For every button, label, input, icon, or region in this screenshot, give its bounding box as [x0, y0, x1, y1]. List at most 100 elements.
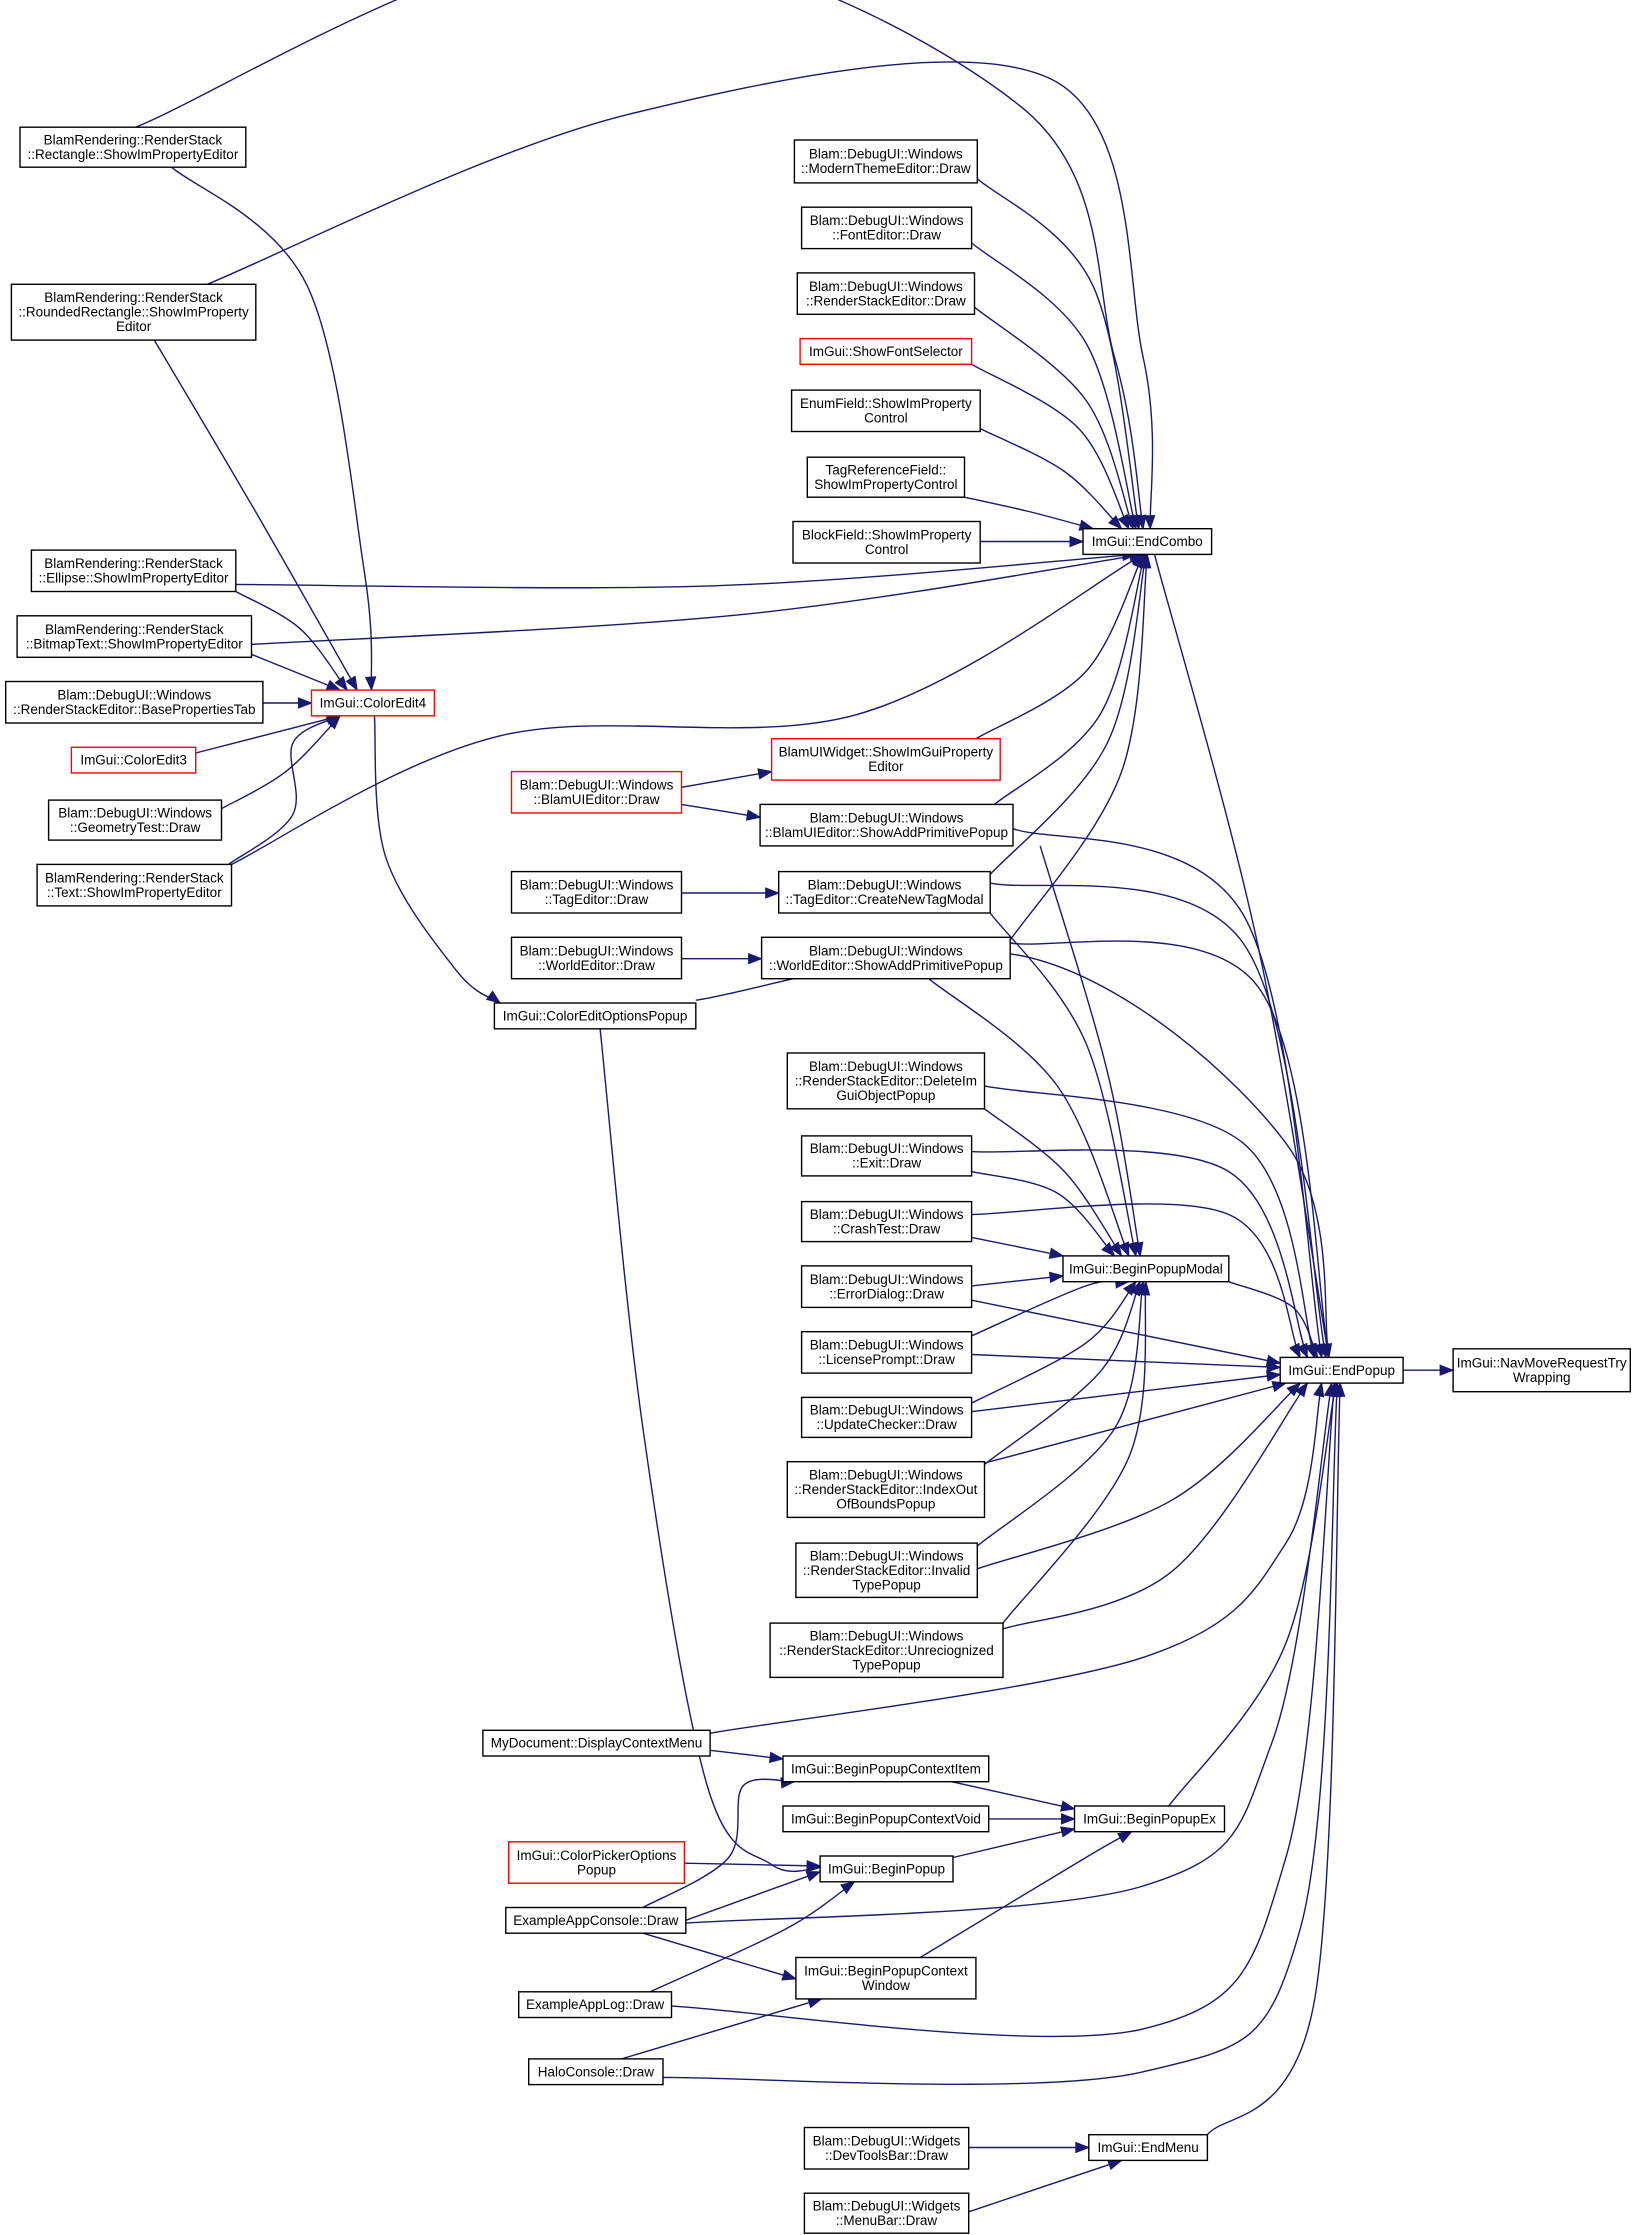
- node-CrashTest[interactable]: Blam::DebugUI::Windows::CrashTest::Draw: [800, 1200, 973, 1243]
- node-WorldEditorDraw[interactable]: Blam::DebugUI::Windows::WorldEditor::Dra…: [510, 936, 683, 980]
- node-box[interactable]: [1088, 2133, 1209, 2162]
- node-ModernTheme[interactable]: Blam::DebugUI::Windows::ModernThemeEdito…: [793, 139, 979, 184]
- node-EndPopup[interactable]: ImGui::EndPopup: [1279, 1356, 1404, 1384]
- node-box[interactable]: [806, 456, 966, 498]
- node-box[interactable]: [800, 1135, 973, 1177]
- node-RoundedRectEditor[interactable]: BlamRendering::RenderStack::RoundedRecta…: [10, 283, 257, 341]
- node-box[interactable]: [759, 803, 1014, 847]
- node-BeginPopupContextItem[interactable]: ImGui::BeginPopupContextItem: [782, 1755, 990, 1783]
- node-box[interactable]: [800, 1265, 973, 1309]
- node-BlockField[interactable]: BlockField::ShowImPropertyControl: [792, 520, 981, 564]
- node-box[interactable]: [795, 1542, 979, 1599]
- node-box[interactable]: [778, 870, 991, 914]
- node-EnumField[interactable]: EnumField::ShowImPropertyControl: [790, 389, 981, 433]
- node-box[interactable]: [493, 1002, 697, 1030]
- node-box[interactable]: [528, 2058, 664, 2086]
- node-EllipseEditor[interactable]: BlamRendering::RenderStack::Ellipse::Sho…: [30, 549, 237, 593]
- node-box[interactable]: [1082, 528, 1213, 556]
- node-WorldAddPrim[interactable]: Blam::DebugUI::Windows::WorldEditor::Sho…: [760, 936, 1011, 980]
- node-box[interactable]: [803, 2126, 970, 2170]
- node-box[interactable]: [819, 1855, 954, 1883]
- node-box[interactable]: [508, 1841, 686, 1884]
- node-box[interactable]: [16, 615, 253, 658]
- node-IndexOut[interactable]: Blam::DebugUI::Windows::RenderStackEdito…: [786, 1460, 986, 1519]
- node-BeginPopupContextVoid[interactable]: ImGui::BeginPopupContextVoid: [782, 1805, 990, 1833]
- node-box[interactable]: [782, 1805, 990, 1833]
- node-EndMenu[interactable]: ImGui::EndMenu: [1088, 2133, 1209, 2162]
- node-FontEditor[interactable]: Blam::DebugUI::Windows::FontEditor::Draw: [800, 206, 973, 250]
- node-BlamUIAddPrim[interactable]: Blam::DebugUI::Windows::BlamUIEditor::Sh…: [759, 803, 1014, 847]
- node-EndCombo[interactable]: ImGui::EndCombo: [1082, 528, 1213, 556]
- node-TagEditorDraw[interactable]: Blam::DebugUI::Windows::TagEditor::Draw: [510, 870, 683, 914]
- node-box[interactable]: [800, 206, 973, 250]
- node-box[interactable]: [518, 1991, 673, 2019]
- node-TagRefField[interactable]: TagReferenceField::ShowImPropertyControl: [806, 456, 966, 498]
- node-Unrecognized[interactable]: Blam::DebugUI::Windows::RenderStackEdito…: [769, 1622, 1004, 1679]
- node-box[interactable]: [760, 936, 1011, 980]
- node-ErrorDialog[interactable]: Blam::DebugUI::Windows::ErrorDialog::Dra…: [800, 1265, 973, 1309]
- node-box[interactable]: [770, 738, 1001, 781]
- node-HaloConsole[interactable]: HaloConsole::Draw: [528, 2058, 664, 2086]
- node-box[interactable]: [792, 520, 981, 564]
- node-box[interactable]: [19, 126, 247, 168]
- node-BitmapTextEditor[interactable]: BlamRendering::RenderStack::BitmapText::…: [16, 615, 253, 658]
- node-box[interactable]: [36, 863, 233, 907]
- node-box[interactable]: [310, 689, 436, 717]
- node-ShowFontSelector[interactable]: ImGui::ShowFontSelector: [799, 337, 973, 366]
- node-BasePropertiesTab[interactable]: Blam::DebugUI::Windows::RenderStackEdito…: [4, 680, 264, 724]
- node-InvalidType[interactable]: Blam::DebugUI::Windows::RenderStackEdito…: [795, 1542, 979, 1599]
- node-RectEditor[interactable]: BlamRendering::RenderStack::Rectangle::S…: [19, 126, 247, 168]
- node-GeometryTest[interactable]: Blam::DebugUI::Windows::GeometryTest::Dr…: [47, 799, 223, 841]
- node-box[interactable]: [786, 1460, 986, 1519]
- node-BlamUIEditorDraw[interactable]: Blam::DebugUI::Windows::BlamUIEditor::Dr…: [510, 770, 683, 814]
- node-box[interactable]: [47, 799, 223, 841]
- node-BeginPopupEx[interactable]: ImGui::BeginPopupEx: [1073, 1805, 1226, 1833]
- node-box[interactable]: [803, 2192, 970, 2234]
- node-ExitDraw[interactable]: Blam::DebugUI::Windows::Exit::Draw: [800, 1135, 973, 1177]
- node-box[interactable]: [1073, 1805, 1226, 1833]
- node-DevToolsBar[interactable]: Blam::DebugUI::Widgets::DevToolsBar::Dra…: [803, 2126, 970, 2170]
- node-box[interactable]: [786, 1052, 986, 1110]
- node-box[interactable]: [70, 746, 197, 774]
- node-box[interactable]: [1452, 1348, 1631, 1393]
- node-box[interactable]: [800, 1330, 973, 1374]
- node-box[interactable]: [799, 337, 973, 366]
- node-ColorEdit3[interactable]: ImGui::ColorEdit3: [70, 746, 197, 774]
- node-box[interactable]: [510, 936, 683, 980]
- node-MenuBar[interactable]: Blam::DebugUI::Widgets::MenuBar::Draw: [803, 2192, 970, 2234]
- node-ExampleConsole[interactable]: ExampleAppConsole::Draw: [505, 1906, 687, 1934]
- node-BeginPopupModal[interactable]: ImGui::BeginPopupModal: [1062, 1255, 1230, 1283]
- node-RSEditorDraw[interactable]: Blam::DebugUI::Windows::RenderStackEdito…: [796, 272, 976, 315]
- node-DeleteImGui[interactable]: Blam::DebugUI::Windows::RenderStackEdito…: [786, 1052, 986, 1110]
- node-TextEditor[interactable]: BlamRendering::RenderStack::Text::ShowIm…: [36, 863, 233, 907]
- node-LicensePrompt[interactable]: Blam::DebugUI::Windows::LicensePrompt::D…: [800, 1330, 973, 1374]
- node-box[interactable]: [30, 549, 237, 593]
- node-box[interactable]: [10, 283, 257, 341]
- node-box[interactable]: [510, 870, 683, 914]
- node-box[interactable]: [795, 1956, 977, 2000]
- node-box[interactable]: [1279, 1356, 1404, 1384]
- node-box[interactable]: [1062, 1255, 1230, 1283]
- node-box[interactable]: [793, 139, 979, 184]
- node-box[interactable]: [782, 1755, 990, 1783]
- node-CreateNewTag[interactable]: Blam::DebugUI::Windows::TagEditor::Creat…: [778, 870, 991, 914]
- node-box[interactable]: [796, 272, 976, 315]
- node-UpdateChecker[interactable]: Blam::DebugUI::Windows::UpdateChecker::D…: [800, 1396, 973, 1439]
- node-box[interactable]: [800, 1396, 973, 1439]
- node-box[interactable]: [510, 770, 683, 814]
- node-box[interactable]: [505, 1906, 687, 1934]
- node-BeginPopup[interactable]: ImGui::BeginPopup: [819, 1855, 954, 1883]
- node-ExampleLog[interactable]: ExampleAppLog::Draw: [518, 1991, 673, 2019]
- node-box[interactable]: [769, 1622, 1004, 1679]
- node-MyDocument[interactable]: MyDocument::DisplayContextMenu: [482, 1729, 711, 1757]
- node-box[interactable]: [482, 1729, 711, 1757]
- node-box[interactable]: [800, 1200, 973, 1243]
- node-box[interactable]: [790, 389, 981, 433]
- node-ColorEditOptionsPopup[interactable]: ImGui::ColorEditOptionsPopup: [493, 1002, 697, 1030]
- node-ColorEdit4[interactable]: ImGui::ColorEdit4: [310, 689, 436, 717]
- node-box[interactable]: [4, 680, 264, 724]
